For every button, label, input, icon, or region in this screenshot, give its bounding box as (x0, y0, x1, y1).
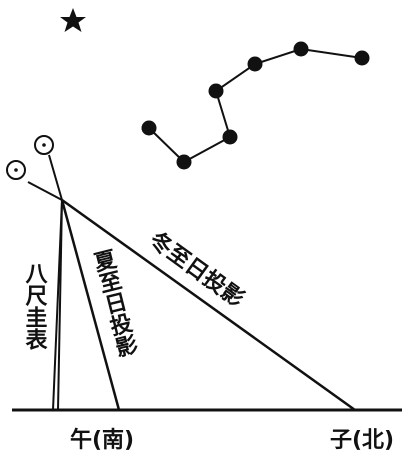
gnomon-pole-right (57, 199, 63, 411)
winter-sun-ray (27, 181, 63, 201)
north-label: 子(北) (330, 428, 394, 453)
star-icon (60, 8, 86, 32)
constellation-star (293, 41, 309, 57)
sun-symbol-winter (6, 160, 26, 180)
gnomon-label: 八尺圭表 (22, 262, 48, 351)
summer-shadow-label: 夏至日投影 (88, 247, 140, 360)
summer-shadow-line (60, 199, 121, 411)
constellation-star (354, 50, 370, 66)
constellation-star (141, 120, 157, 136)
constellation-star (247, 56, 263, 72)
south-label: 午(南) (70, 427, 134, 453)
constellation-star (176, 154, 192, 170)
constellation-star (208, 83, 224, 99)
sun-symbol-summer (34, 135, 54, 155)
winter-shadow-line (61, 198, 356, 412)
big-dipper (141, 41, 370, 170)
summer-sun-ray (48, 154, 63, 201)
constellation-star (222, 129, 238, 145)
